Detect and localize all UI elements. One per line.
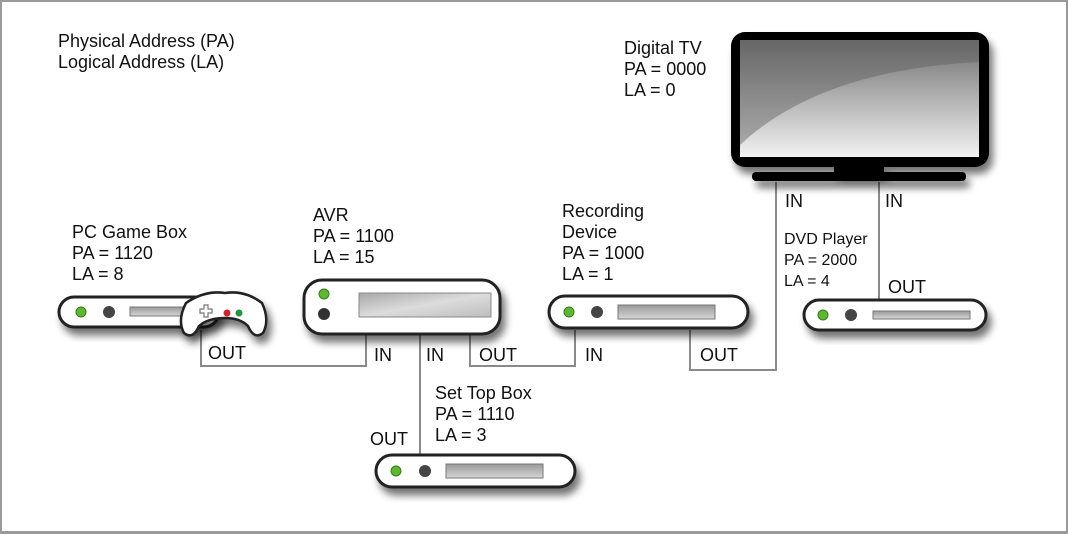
avr-icon — [302, 278, 502, 336]
set-top-box-icon — [374, 453, 577, 489]
avr-port-in-2: IN — [426, 345, 444, 365]
wire-recording-to-tv — [689, 182, 777, 371]
dvd-port-out: OUT — [888, 277, 926, 297]
set-top-box-label: Set Top Box PA = 1110 LA = 3 — [435, 383, 532, 446]
wire-pc-to-avr — [200, 320, 367, 367]
tv-name: Digital TV — [624, 38, 702, 58]
legend: Physical Address (PA) Logical Address (L… — [58, 31, 235, 73]
pc-game-box-la: LA = 8 — [72, 264, 124, 284]
game-controller-icon — [179, 291, 268, 337]
avr-la: LA = 15 — [313, 247, 375, 267]
dvd-player-label: DVD Player PA = 2000 LA = 4 — [784, 229, 868, 292]
dvd-player-icon — [802, 298, 988, 332]
recording-name-1: Recording — [562, 201, 645, 221]
tv-icon — [731, 32, 989, 181]
avr-label: AVR PA = 1100 LA = 15 — [313, 205, 394, 268]
recording-device-icon — [547, 294, 750, 330]
recording-la: LA = 1 — [562, 264, 614, 284]
recording-pa: PA = 1000 — [562, 243, 645, 263]
legend-la: Logical Address (LA) — [58, 52, 225, 72]
pc-game-box-icon — [57, 295, 221, 329]
pc-game-box-label: PC Game Box PA = 1120 LA = 8 — [72, 222, 187, 285]
avr-port-out: OUT — [479, 345, 517, 365]
dvd-name: DVD Player — [784, 231, 868, 248]
tv-pa: PA = 0000 — [624, 59, 707, 79]
legend-pa: Physical Address (PA) — [58, 31, 235, 51]
dvd-la: LA = 4 — [784, 273, 830, 290]
recording-port-out: OUT — [700, 345, 738, 365]
recording-name-2: Device — [562, 222, 618, 242]
dvd-pa: PA = 2000 — [784, 252, 858, 269]
stb-la: LA = 3 — [435, 425, 487, 445]
stb-pa: PA = 1110 — [435, 404, 515, 424]
tv-port-in-1: IN — [785, 191, 803, 211]
tv-port-in-2: IN — [885, 191, 903, 211]
tv-label: Digital TV PA = 0000 LA = 0 — [624, 38, 706, 101]
tv-la: LA = 0 — [624, 80, 676, 100]
stb-port-out: OUT — [370, 429, 408, 449]
avr-pa: PA = 1100 — [313, 226, 394, 246]
stb-name: Set Top Box — [435, 383, 532, 403]
pc-game-box-name: PC Game Box — [72, 222, 188, 242]
wires — [200, 182, 880, 455]
recording-device-label: Recording Device PA = 1000 LA = 1 — [562, 201, 644, 285]
avr-port-in-1: IN — [374, 345, 392, 365]
pc-port-out: OUT — [208, 343, 246, 363]
recording-port-in: IN — [585, 345, 603, 365]
avr-name: AVR — [313, 205, 349, 225]
wire-avr-to-recording — [469, 320, 576, 367]
pc-game-box-pa: PA = 1120 — [72, 243, 153, 263]
